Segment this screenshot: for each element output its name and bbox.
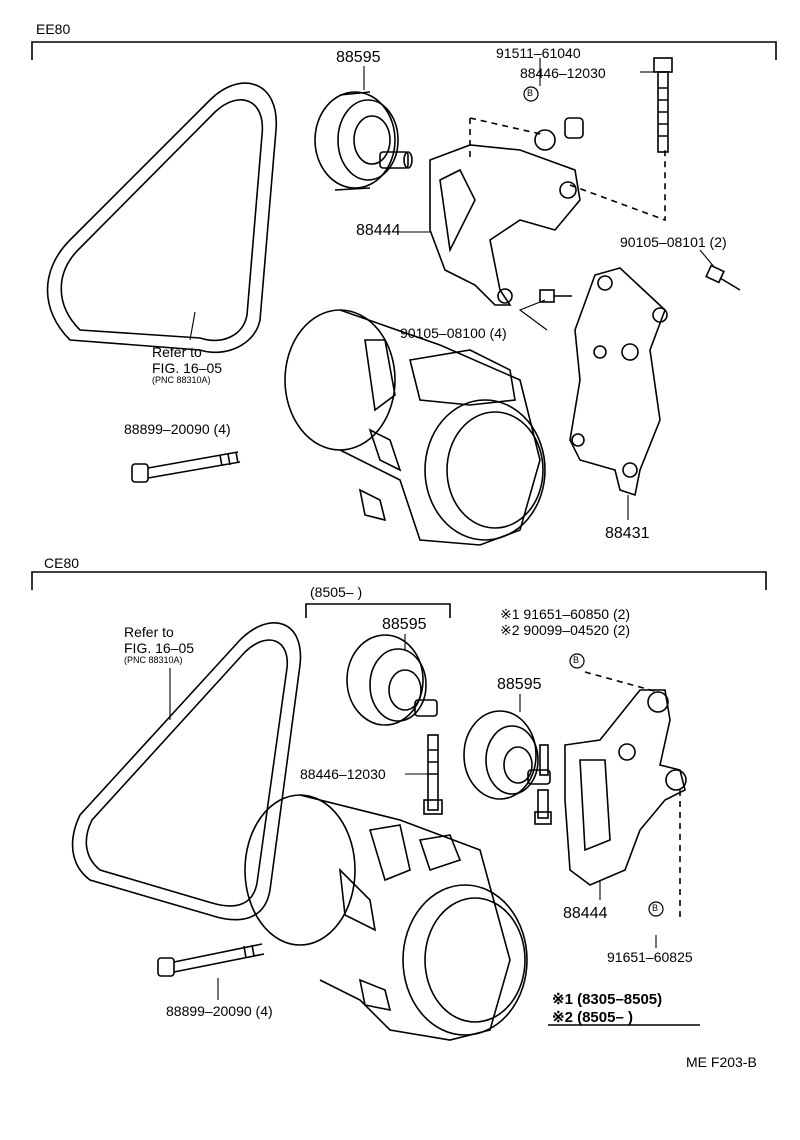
top-compressor [284,309,546,546]
figure-code: ME F203-B [686,1054,757,1070]
label-top-compressor-bracket: 88431 [605,525,650,542]
top-leader-lines [469,117,666,222]
top-stud-bolt [131,451,241,483]
top-bracket [429,117,584,306]
label-bottom-refer-1: Refer to [124,624,174,640]
b-markers [523,86,664,917]
bottom-long-bolt [423,734,443,815]
bottom-stud-bolt [157,943,265,977]
label-bottom-idler-pulley-2: 88595 [497,676,542,693]
label-bottom-long-bolt: 88446–12030 [300,766,386,782]
label-top-refer-2: FIG. 16–05 [152,360,223,376]
label-bottom-date-range: (8505– ) [310,584,363,600]
label-bottom-bolt-b: 91651–60825 [607,949,693,965]
top-callout-lines [189,58,716,520]
bottom-date-bracket [305,603,451,618]
label-top-stud-bolt: 88899–20090 (4) [124,421,231,437]
bottom-leader-lines [584,671,681,920]
label-bottom-refer-2: FIG. 16–05 [124,640,195,656]
label-bottom-idler-pulley-1: 88595 [382,616,427,633]
label-top-bolt-2: 90105–08101 (2) [620,234,727,250]
bottom-compressor [244,794,528,1041]
section-title-ee80: EE80 [36,21,71,37]
b-marker-top [523,86,539,102]
label-bottom-stud-bolt: 88899–20090 (4) [166,1003,273,1019]
section-title-ce80: CE80 [44,555,80,571]
bottom-idler-pulley-1 [346,634,438,726]
top-small-bolt-2 [539,289,572,303]
label-bottom-note2: ※2 90099–04520 (2) [500,622,631,638]
top-v-belt [46,82,277,354]
label-top-long-bolt: 88446–12030 [520,65,606,81]
b-marker-label-bottom-1: B [573,655,580,665]
b-marker-label-top: B [527,88,534,98]
legend-note-2: ※2 (8505– ) [552,1009,633,1026]
bottom-v-belt [71,622,302,921]
label-bottom-bracket: 88444 [563,905,608,922]
bottom-section-frame [31,571,767,590]
b-marker-label-bottom-2: B [652,903,659,913]
top-small-bolt-1 [705,264,741,291]
label-bottom-note1: ※1 91651–60850 (2) [500,606,631,622]
b-marker-bottom-2 [648,901,664,917]
legend-note-1: ※1 (8305–8505) [552,991,663,1008]
bottom-callout-lines [169,634,657,1000]
b-marker-bottom-1 [569,653,585,669]
top-idler-pulley [314,91,413,191]
top-section-frame [31,41,777,60]
label-top-bolt-b: 91511–61040 [496,45,581,61]
bottom-idler-pulley-2 [463,710,552,825]
label-top-refer-pnc: (PNC 88310A) [152,375,211,385]
label-bottom-refer-pnc: (PNC 88310A) [124,655,183,665]
label-top-idler-pulley: 88595 [336,49,381,66]
label-top-bracket: 88444 [356,222,401,239]
top-compressor-bracket [569,267,668,497]
label-top-bolt-4: 90105–08100 (4) [400,325,507,341]
top-long-bolt [653,57,673,153]
bottom-bracket [564,689,687,886]
label-top-refer-1: Refer to [152,344,202,360]
